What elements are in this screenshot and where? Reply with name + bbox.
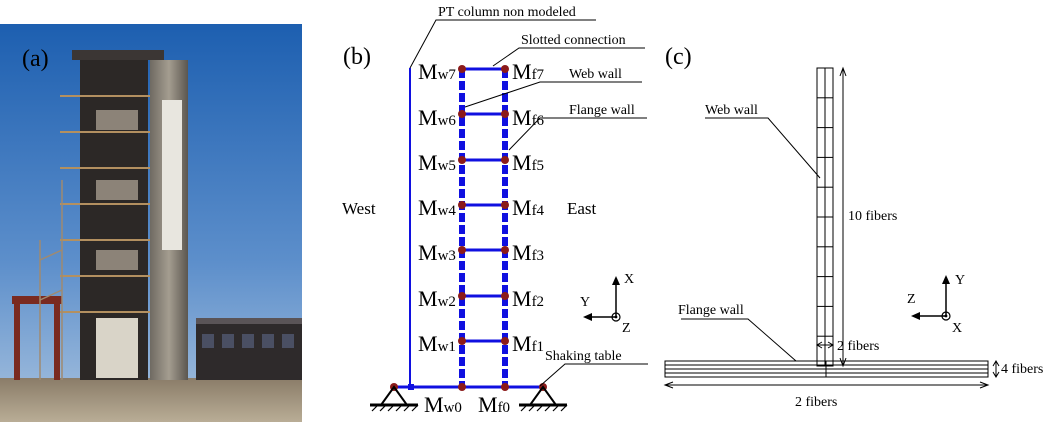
axis-x-c: X (952, 321, 962, 336)
moment-w5: Mw5 (418, 150, 456, 175)
dim-web-thickness (816, 341, 834, 349)
slotted-connection-label: Slotted connection (521, 33, 626, 48)
pin-support-left (370, 385, 419, 412)
east-label: East (567, 199, 597, 218)
axes-triad-c: Y Z X (907, 273, 965, 336)
axes-triad-b: X Y Z (580, 272, 634, 336)
panel-c-web-wall-label: Web wall (705, 103, 758, 118)
web-wall-section (816, 67, 834, 367)
moment-f2: Mf2 (512, 286, 544, 311)
web-wall-label: Web wall (569, 67, 622, 82)
moment-w4: Mw4 (418, 195, 456, 220)
moment-w0: Mw0 (424, 392, 462, 417)
web-moment-labels: Mw7 Mw6 Mw5 Mw4 Mw3 Mw2 Mw1 Mw0 (418, 59, 462, 417)
panel-c-flange-wall-label: Flange wall (678, 303, 744, 318)
pt-column-label: PT column non modeled (438, 5, 576, 20)
moment-f4: Mf4 (512, 195, 545, 220)
axis-y-c: Y (955, 273, 965, 288)
moment-f0: Mf0 (478, 392, 510, 417)
axis-x-b: X (624, 272, 634, 287)
axis-y-b: Y (580, 295, 590, 310)
web-vertical-fibers-label: 10 fibers (848, 209, 897, 224)
flange-moment-labels: Mf7 Mf6 Mf5 Mf4 Mf3 Mf2 Mf1 Mf0 (478, 59, 545, 417)
moment-w6: Mw6 (418, 105, 456, 130)
moment-w7: Mw7 (418, 59, 456, 84)
panel-c-label: (c) (665, 44, 692, 70)
flange-wall-label: Flange wall (569, 103, 635, 118)
dim-web-height (839, 66, 847, 368)
dim-flange-thickness (992, 360, 1000, 378)
annotation-leaders (409, 19, 648, 387)
moment-f5: Mf5 (512, 150, 544, 175)
moment-f1: Mf1 (512, 331, 544, 356)
west-label: West (342, 199, 376, 218)
moment-w3: Mw3 (418, 240, 456, 265)
panel-a-label: (a) (22, 46, 49, 72)
axis-z-c: Z (907, 292, 916, 307)
slotted-links (462, 67, 505, 343)
dim-flange-length (663, 381, 990, 389)
moment-f3: Mf3 (512, 240, 544, 265)
moment-w2: Mw2 (418, 286, 456, 311)
axis-z-b: Z (622, 321, 631, 336)
panel-c-leaders (681, 117, 821, 362)
shaking-table-label: Shaking table (545, 349, 622, 364)
flange-wall-section (664, 360, 989, 378)
panel-a-photo (0, 24, 302, 422)
web-thickness-fibers-label: 2 fibers (837, 339, 879, 354)
moment-f6: Mf6 (512, 105, 545, 130)
moment-f7: Mf7 (512, 59, 545, 84)
flange-thickness-fibers-label: 4 fibers (1001, 362, 1043, 377)
flange-length-fibers-label: 2 fibers (795, 395, 837, 410)
panel-b-label: (b) (343, 44, 371, 70)
moment-w1: Mw1 (418, 331, 456, 356)
pin-support-right (519, 385, 568, 412)
